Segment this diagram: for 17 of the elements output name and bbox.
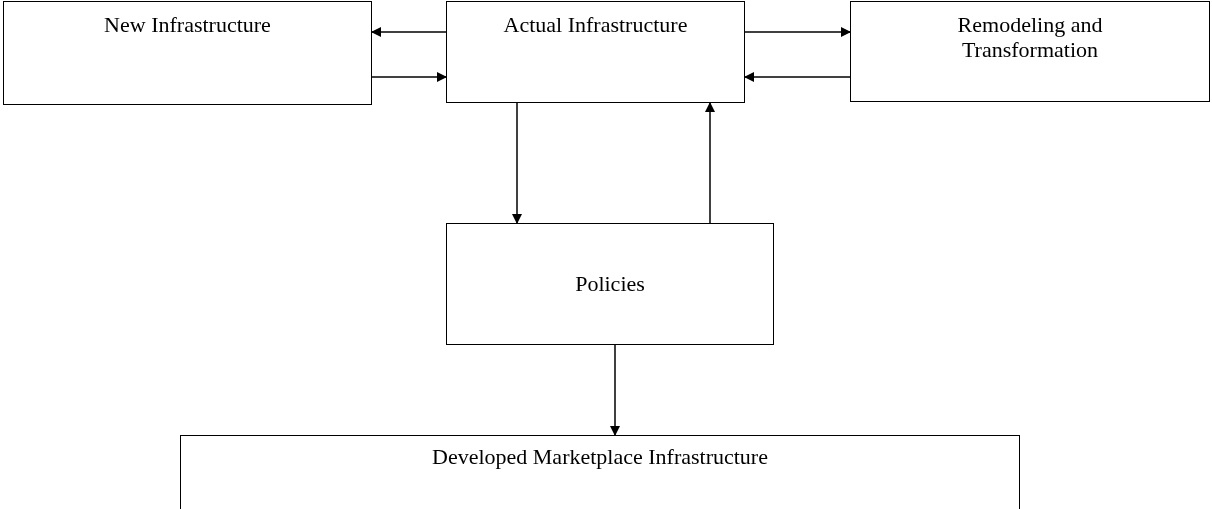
process-box	[850, 1, 1210, 102]
box-label: Policies	[575, 271, 645, 297]
box-label: Developed Marketplace Infrastructure	[432, 444, 768, 470]
box-label: New Infrastructure	[104, 12, 271, 38]
arrow	[371, 72, 447, 82]
process-box	[446, 223, 774, 345]
box-label: Remodeling and Transformation	[956, 12, 1104, 63]
arrow	[371, 27, 447, 37]
arrow	[610, 344, 620, 436]
box-label: Actual Infrastructure	[503, 12, 688, 38]
arrow	[744, 27, 851, 37]
arrow	[705, 102, 715, 224]
process-box	[180, 435, 1020, 509]
arrow	[512, 102, 522, 224]
arrow	[744, 72, 851, 82]
process-box	[446, 1, 745, 103]
process-box	[3, 1, 372, 105]
